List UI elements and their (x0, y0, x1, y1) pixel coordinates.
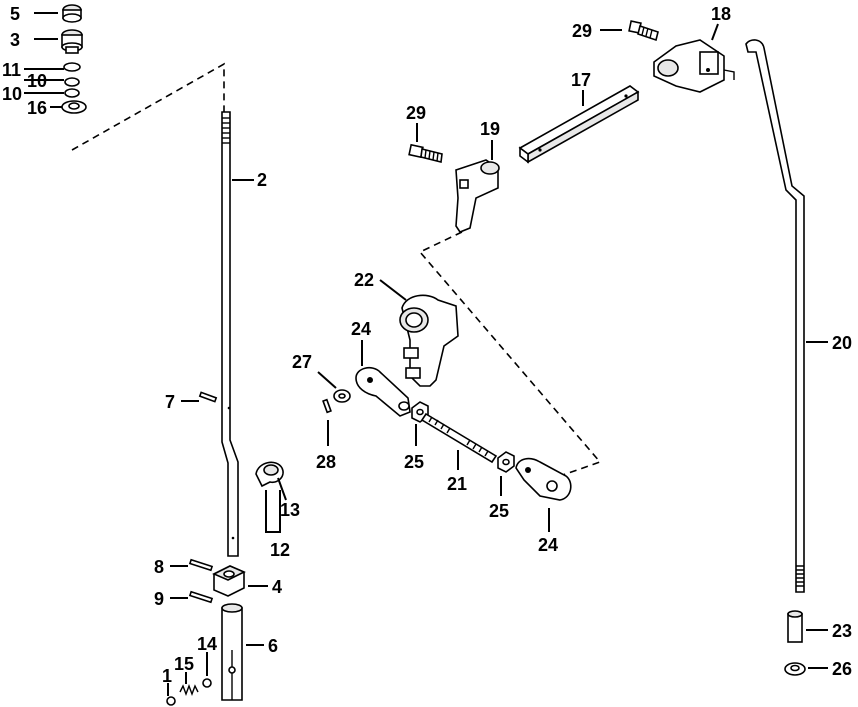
label-5: 5 (10, 4, 20, 24)
label-4: 4 (272, 577, 282, 597)
label-16: 16 (27, 98, 47, 118)
label-15: 15 (174, 654, 194, 674)
label-24-lower: 24 (538, 535, 558, 555)
label-6: 6 (268, 636, 278, 656)
label-10-upper: 10 (27, 71, 47, 91)
part-20-rod (745, 39, 805, 593)
label-12: 12 (270, 540, 290, 560)
label-11: 11 (2, 60, 21, 80)
label-18: 18 (711, 4, 731, 24)
part-26-nut (784, 662, 806, 676)
part-29-screw-left (408, 143, 443, 163)
label-10-lower: 10 (2, 84, 22, 104)
label-22: 22 (354, 270, 374, 290)
part-28-pin (322, 398, 332, 414)
label-7: 7 (165, 392, 175, 412)
label-1: 1 (162, 666, 172, 686)
label-13: 13 (280, 500, 300, 520)
part-5-cap (62, 4, 82, 23)
label-29-right: 29 (572, 21, 592, 41)
part-21-threaded-rod (420, 412, 498, 464)
part-10-washer-lower (64, 88, 80, 98)
label-24-upper: 24 (351, 319, 371, 339)
part-18-bracket (653, 39, 735, 93)
label-23: 23 (832, 621, 852, 641)
assembly-dash-line-shaft (71, 62, 225, 151)
part-9-pin (188, 590, 214, 604)
label-17: 17 (571, 70, 591, 90)
part-13-clip (255, 461, 284, 488)
label-14: 14 (197, 634, 217, 654)
part-14-ball (202, 678, 212, 688)
label-28: 28 (316, 452, 336, 472)
label-29-left: 29 (406, 103, 426, 123)
label-9: 9 (154, 589, 164, 609)
label-2: 2 (257, 170, 267, 190)
part-4-collar (212, 565, 246, 597)
part-27-washer (333, 389, 351, 403)
label-19: 19 (480, 119, 500, 139)
part-17-link-bar (518, 85, 640, 164)
part-22-housing (399, 294, 459, 387)
part-8-pin (188, 558, 214, 572)
label-27: 27 (292, 352, 312, 372)
part-24-arm-lower (515, 457, 572, 501)
label-25-left: 25 (404, 452, 424, 472)
part-6-tube (221, 603, 243, 701)
part-12-bracket-leader (265, 490, 281, 533)
label-25-right: 25 (489, 501, 509, 521)
part-11-washer (63, 62, 81, 72)
part-2-shift-shaft (221, 111, 239, 557)
label-8: 8 (154, 557, 164, 577)
part-10-washer-upper (64, 77, 80, 87)
label-3: 3 (10, 30, 20, 50)
part-29-screw-right (628, 20, 659, 42)
part-23-sleeve (787, 610, 803, 643)
part-7-pin (198, 391, 218, 403)
label-26: 26 (832, 659, 852, 679)
part-1-detent (166, 696, 176, 706)
part-15-spring (179, 684, 199, 696)
part-3-fitting (61, 29, 83, 54)
assembly-dash-line-lever (418, 231, 602, 477)
part-19-lever (455, 159, 500, 233)
label-21: 21 (447, 474, 467, 494)
part-16-retainer (61, 100, 87, 114)
label-20: 20 (832, 333, 852, 353)
part-24-arm-upper (355, 366, 411, 417)
part-25-nut-right (497, 451, 515, 473)
